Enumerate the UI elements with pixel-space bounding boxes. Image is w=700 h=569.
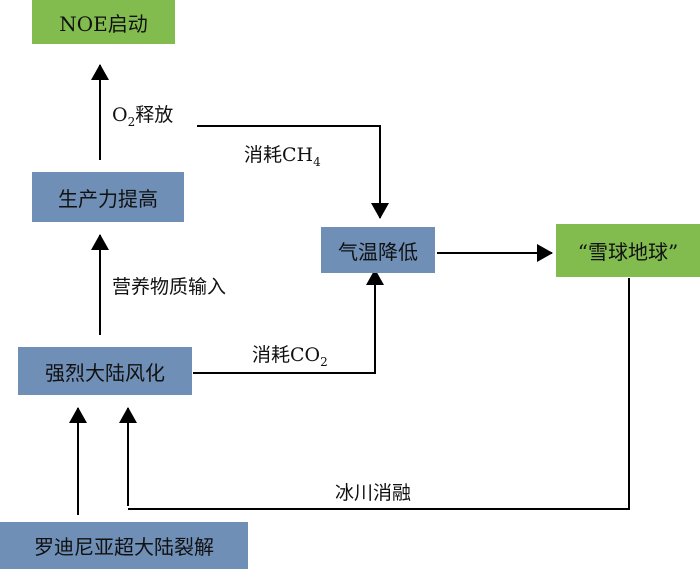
label-o2-release: O2释放 [112, 100, 173, 129]
node-weathering-label: 强烈大陆风化 [45, 360, 165, 385]
node-productivity-label: 生产力提高 [58, 186, 158, 211]
node-productivity: 生产力提高 [32, 172, 184, 222]
label-o2-symbol: O [112, 104, 128, 126]
label-ch4-text: 消耗CH [244, 144, 314, 166]
node-snowball: “雪球地球” [556, 224, 700, 277]
edge-o2-cooling [197, 125, 389, 219]
node-cooling: 气温降低 [321, 227, 435, 273]
edge-snowball-melt [128, 278, 630, 510]
label-nutrient-text: 营养物质输入 [112, 276, 227, 298]
label-glacier-text: 冰川消融 [335, 482, 412, 504]
label-consume-ch4: 消耗CH4 [244, 140, 321, 169]
node-noe: NOE启动 [32, 0, 175, 44]
label-ch4-subscript: 4 [313, 154, 321, 169]
node-breakup: 罗迪尼亚超大陆裂解 [0, 522, 248, 569]
label-co2-subscript: 2 [320, 354, 328, 369]
label-co2-text: 消耗CO [252, 344, 321, 366]
edge-weathering-cooling [193, 269, 384, 374]
label-o2-subscript: 2 [127, 114, 136, 129]
node-noe-label: NOE启动 [59, 11, 148, 36]
node-cooling-label: 气温降低 [338, 239, 418, 264]
node-breakup-label: 罗迪尼亚超大陆裂解 [34, 535, 214, 559]
node-snowball-label: “雪球地球” [577, 240, 679, 264]
label-o2-text: 释放 [135, 104, 174, 126]
label-nutrient-input: 营养物质输入 [112, 272, 226, 299]
label-consume-co2: 消耗CO2 [252, 340, 328, 369]
label-glacier-melt: 冰川消融 [335, 478, 411, 505]
node-weathering: 强烈大陆风化 [18, 347, 192, 395]
